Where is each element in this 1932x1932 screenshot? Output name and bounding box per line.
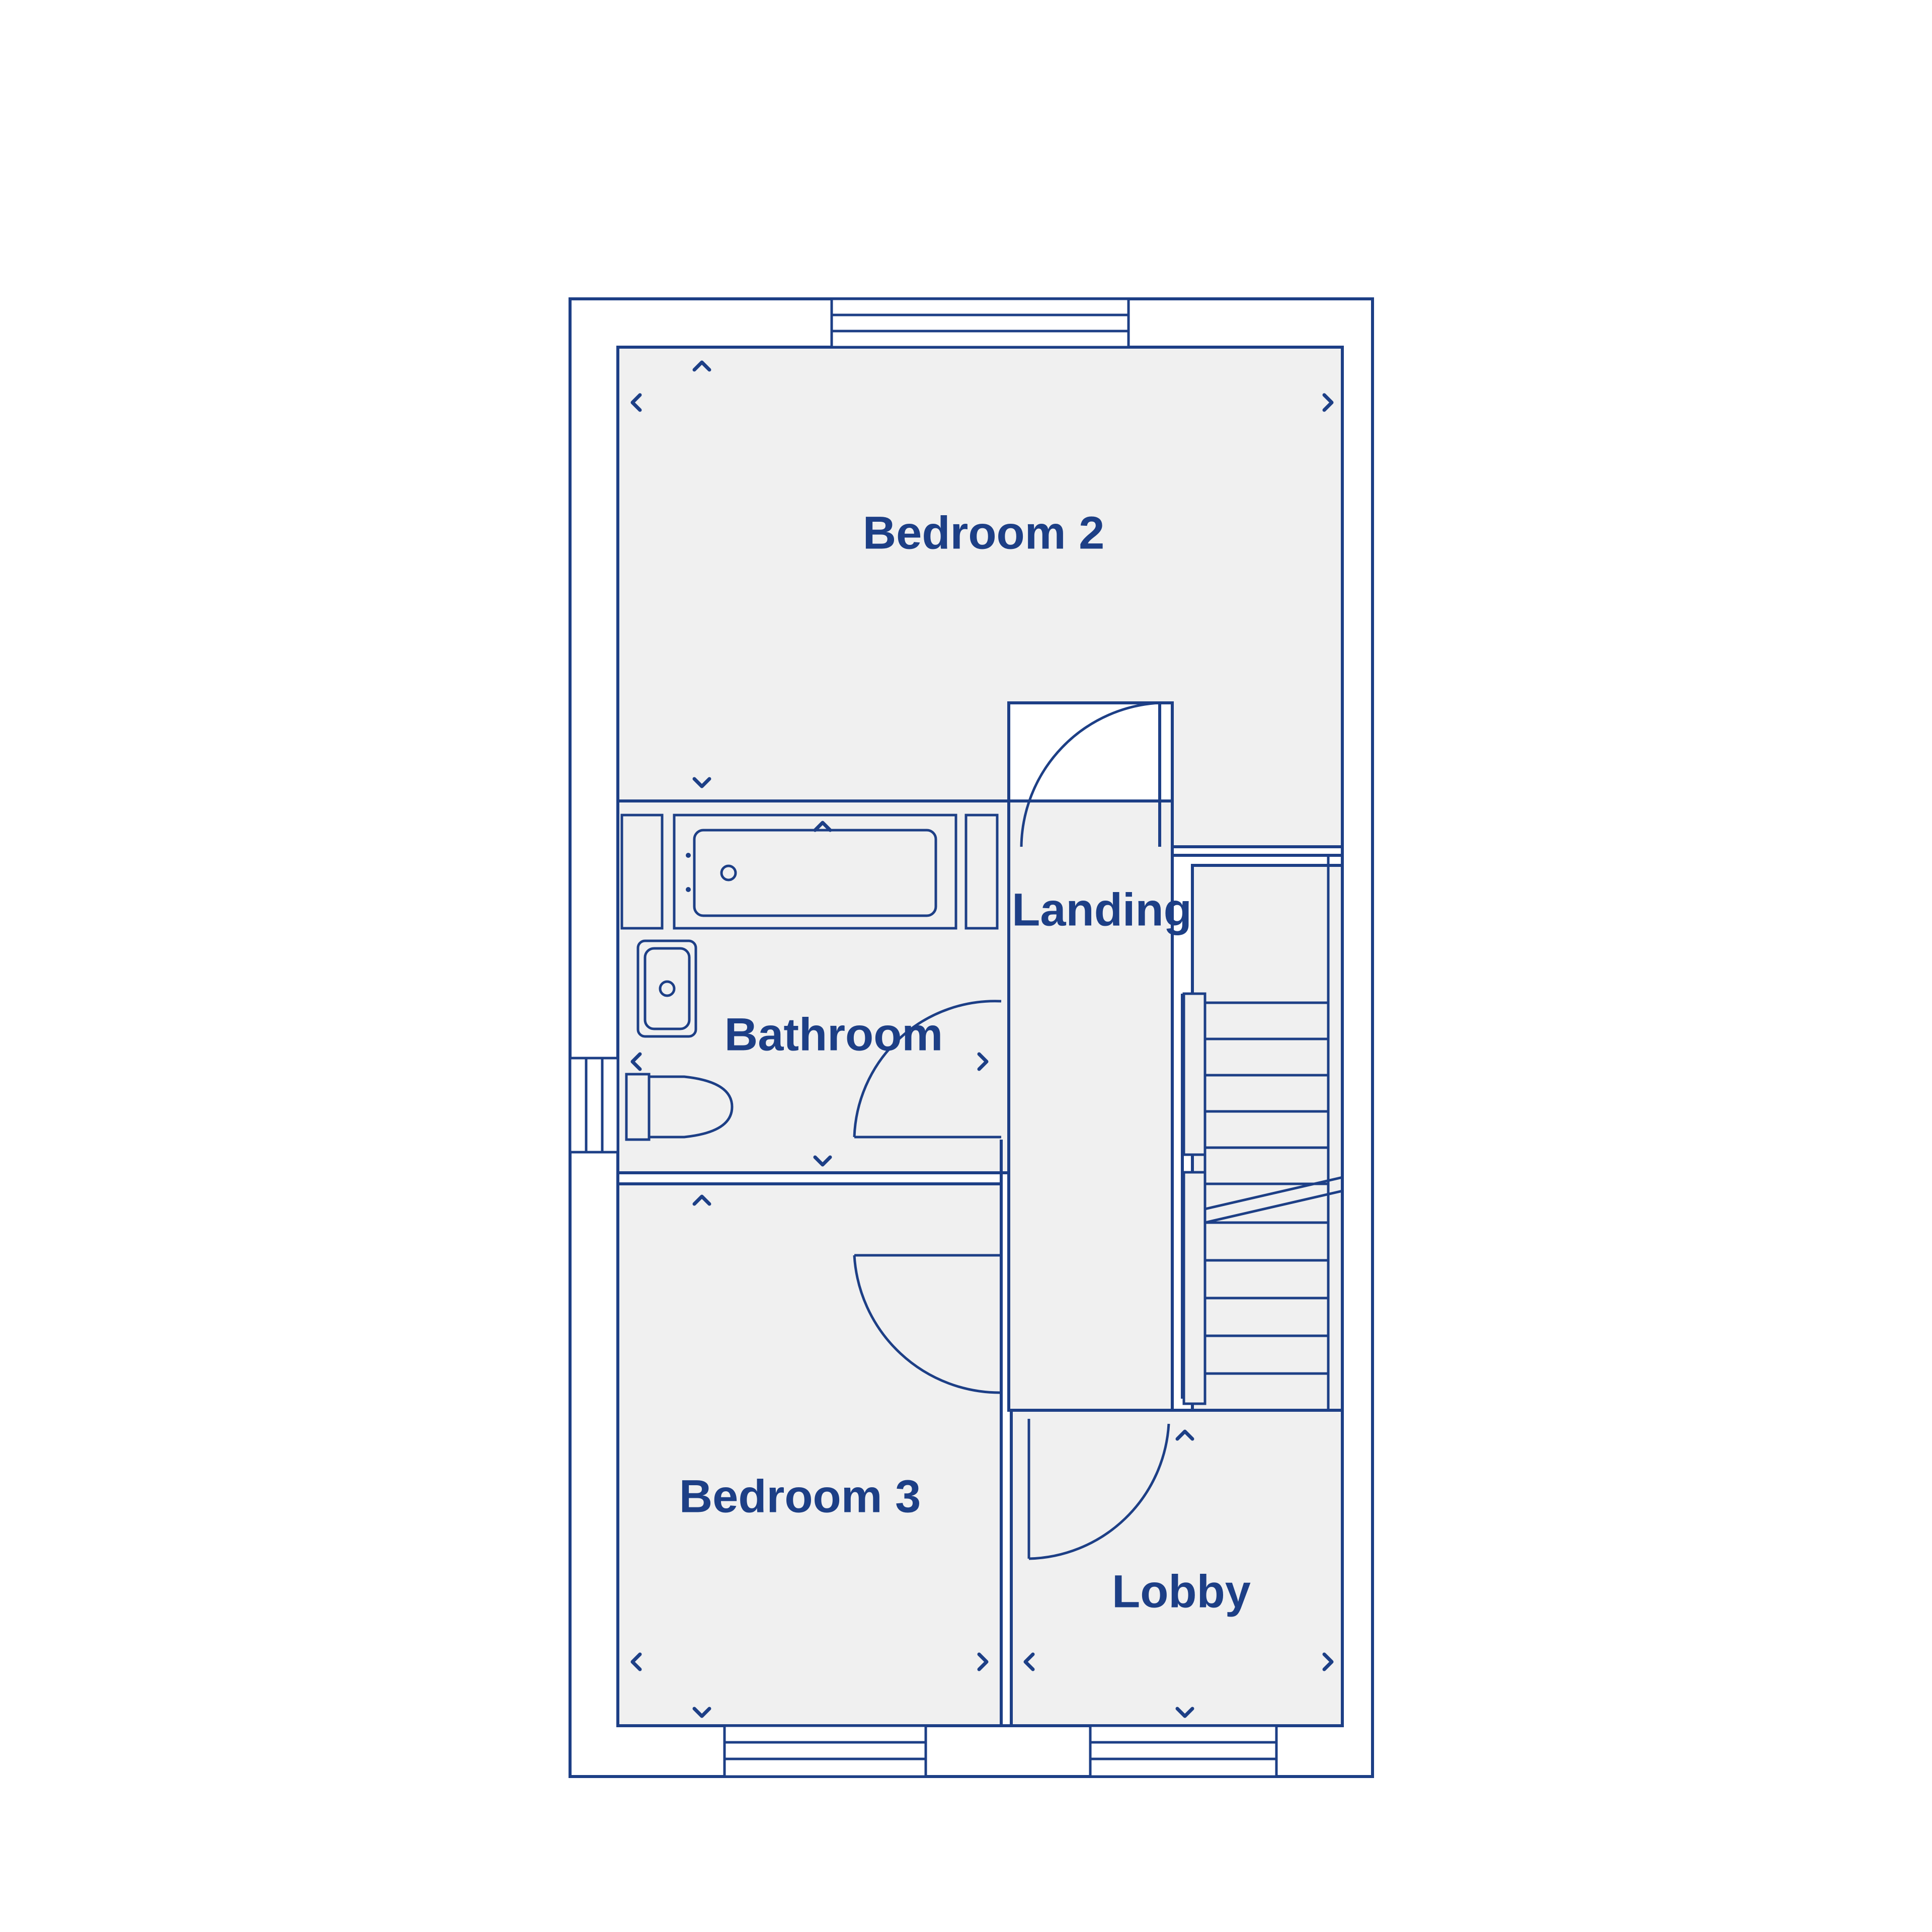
stairwell bbox=[1191, 864, 1344, 1412]
room-label-bedroom-3: Bedroom 3 bbox=[679, 1471, 921, 1522]
washbasin bbox=[636, 939, 697, 1038]
window-bedroom-3 bbox=[723, 1724, 927, 1778]
bedroom-2-floor bbox=[616, 346, 1344, 848]
room-label-bathroom: Bathroom bbox=[725, 1009, 943, 1060]
internal-walls bbox=[618, 703, 1342, 1726]
door-bedroom-3 bbox=[853, 1254, 1002, 1394]
window-top bbox=[830, 297, 1130, 349]
room-label-lobby: Lobby bbox=[1112, 1566, 1251, 1617]
staircase bbox=[1182, 855, 1343, 1410]
window-bathroom bbox=[569, 1057, 619, 1154]
bath-tub bbox=[673, 814, 957, 930]
dimension-markers bbox=[630, 360, 1334, 1718]
room-label-landing: Landing bbox=[1012, 884, 1192, 935]
bath-side-panels bbox=[620, 814, 999, 930]
bedroom-3-floor bbox=[616, 1182, 1003, 1727]
room-label-bedroom-2: Bedroom 2 bbox=[863, 507, 1105, 558]
toilet bbox=[625, 1073, 734, 1141]
door-bedroom-2 bbox=[1020, 701, 1161, 847]
door-bathroom bbox=[853, 1000, 1002, 1139]
window-lobby bbox=[1089, 1724, 1278, 1778]
door-lobby bbox=[1027, 1419, 1170, 1560]
